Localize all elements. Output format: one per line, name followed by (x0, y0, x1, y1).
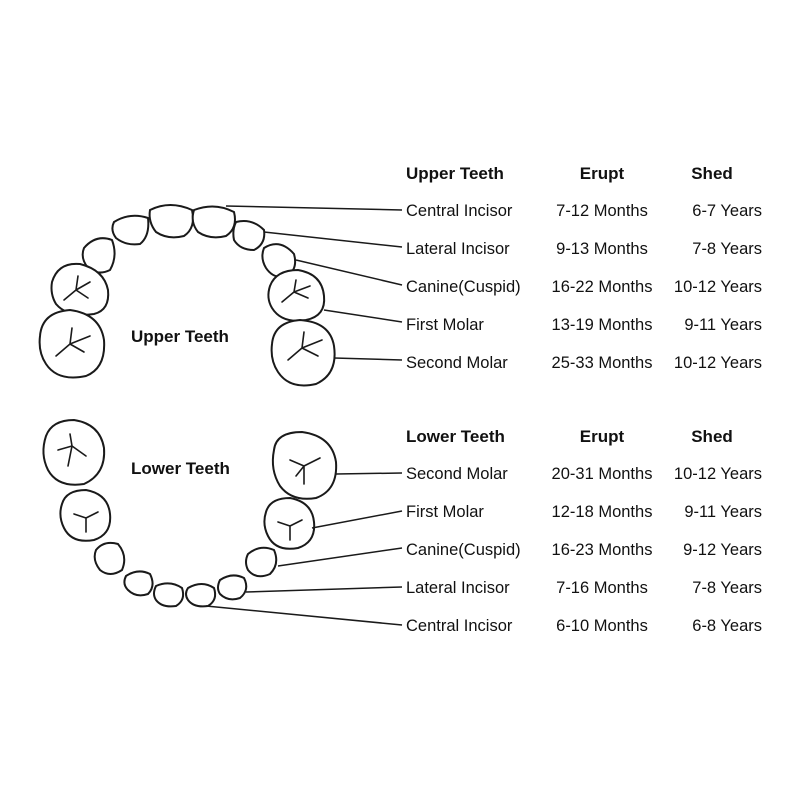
upper-lateral-incisor-right (232, 220, 266, 252)
lower-leader-lines (205, 472, 403, 626)
upper-first-molar-left (50, 262, 110, 316)
lower-row-erupt: 12-18 Months (552, 503, 653, 521)
leader-lower-central-incisor (205, 605, 403, 626)
lower-row-erupt: 6-10 Months (556, 617, 648, 635)
lower-row-erupt: 16-23 Months (552, 541, 653, 559)
leader-upper-canine (295, 259, 403, 286)
lower-row-name: Canine(Cuspid) (406, 541, 521, 559)
lower-canine-right (245, 546, 278, 578)
upper-lateral-incisor-left (111, 214, 150, 246)
leader-upper-first-molar (323, 309, 403, 323)
lower-second-molar-left (42, 418, 106, 486)
upper-canine-left (81, 237, 116, 274)
upper-first-molar-right (267, 268, 326, 322)
lower-table-header-erupt: Erupt (580, 427, 625, 446)
upper-arch (38, 204, 336, 387)
lower-row-shed: 9-12 Years (683, 541, 762, 559)
upper-arch-label: Upper Teeth (131, 327, 229, 346)
upper-row-erupt: 13-19 Months (552, 316, 653, 334)
lower-teeth-table: Lower Teeth Erupt Shed Second Molar 20-3… (406, 427, 762, 635)
upper-row-name: Canine(Cuspid) (406, 278, 521, 296)
upper-central-incisor-left (148, 204, 194, 239)
upper-leader-lines (225, 205, 403, 361)
lower-row-name: First Molar (406, 503, 484, 521)
upper-teeth-table: Upper Teeth Erupt Shed Central Incisor 7… (406, 164, 762, 372)
lower-first-molar-left (59, 488, 112, 542)
lower-lateral-incisor-left (123, 570, 154, 597)
lower-row-shed: 10-12 Years (674, 465, 762, 483)
lower-row-shed: 7-8 Years (692, 579, 762, 597)
upper-row-name: Central Incisor (406, 202, 513, 220)
lower-row-name: Central Incisor (406, 617, 513, 635)
upper-table-header-erupt: Erupt (580, 164, 625, 183)
lower-central-incisor-left (153, 582, 185, 608)
upper-row-shed: 6-7 Years (692, 202, 762, 220)
upper-row-erupt: 16-22 Months (552, 278, 653, 296)
leader-lower-second-molar (335, 472, 403, 475)
leader-upper-lateral-incisor (263, 231, 403, 248)
lower-row-name: Second Molar (406, 465, 508, 483)
lower-first-molar-right (263, 496, 316, 550)
lower-row-erupt: 7-16 Months (556, 579, 648, 597)
lower-lateral-incisor-right (217, 574, 248, 601)
upper-row-name: Second Molar (406, 354, 508, 372)
upper-table-header-name: Upper Teeth (406, 164, 504, 183)
upper-row-erupt: 9-13 Months (556, 240, 648, 258)
upper-row-name: Lateral Incisor (406, 240, 510, 258)
lower-table-header-name: Lower Teeth (406, 427, 505, 446)
lower-row-shed: 9-11 Years (684, 503, 762, 521)
upper-second-molar-right (270, 318, 336, 387)
lower-arch (42, 418, 338, 608)
upper-table-header-shed: Shed (691, 164, 733, 183)
upper-row-shed: 7-8 Years (692, 240, 762, 258)
lower-arch-label: Lower Teeth (131, 459, 230, 478)
upper-row-shed: 9-11 Years (684, 316, 762, 334)
leader-upper-central-incisor (225, 205, 403, 211)
upper-row-erupt: 7-12 Months (556, 202, 648, 220)
upper-row-shed: 10-12 Years (674, 278, 762, 296)
upper-central-incisor-right (191, 205, 236, 239)
leader-upper-second-molar (333, 357, 403, 361)
upper-row-shed: 10-12 Years (674, 354, 762, 372)
lower-table-header-shed: Shed (691, 427, 733, 446)
lower-central-incisor-right (185, 583, 217, 608)
leader-lower-first-molar (311, 510, 403, 529)
leader-lower-canine (277, 547, 403, 567)
lower-row-name: Lateral Incisor (406, 579, 510, 597)
lower-row-shed: 6-8 Years (692, 617, 762, 635)
lower-row-erupt: 20-31 Months (552, 465, 653, 483)
upper-row-name: First Molar (406, 316, 484, 334)
leader-lower-lateral-incisor (245, 586, 403, 593)
upper-row-erupt: 25-33 Months (552, 354, 653, 372)
lower-canine-left (93, 541, 126, 575)
